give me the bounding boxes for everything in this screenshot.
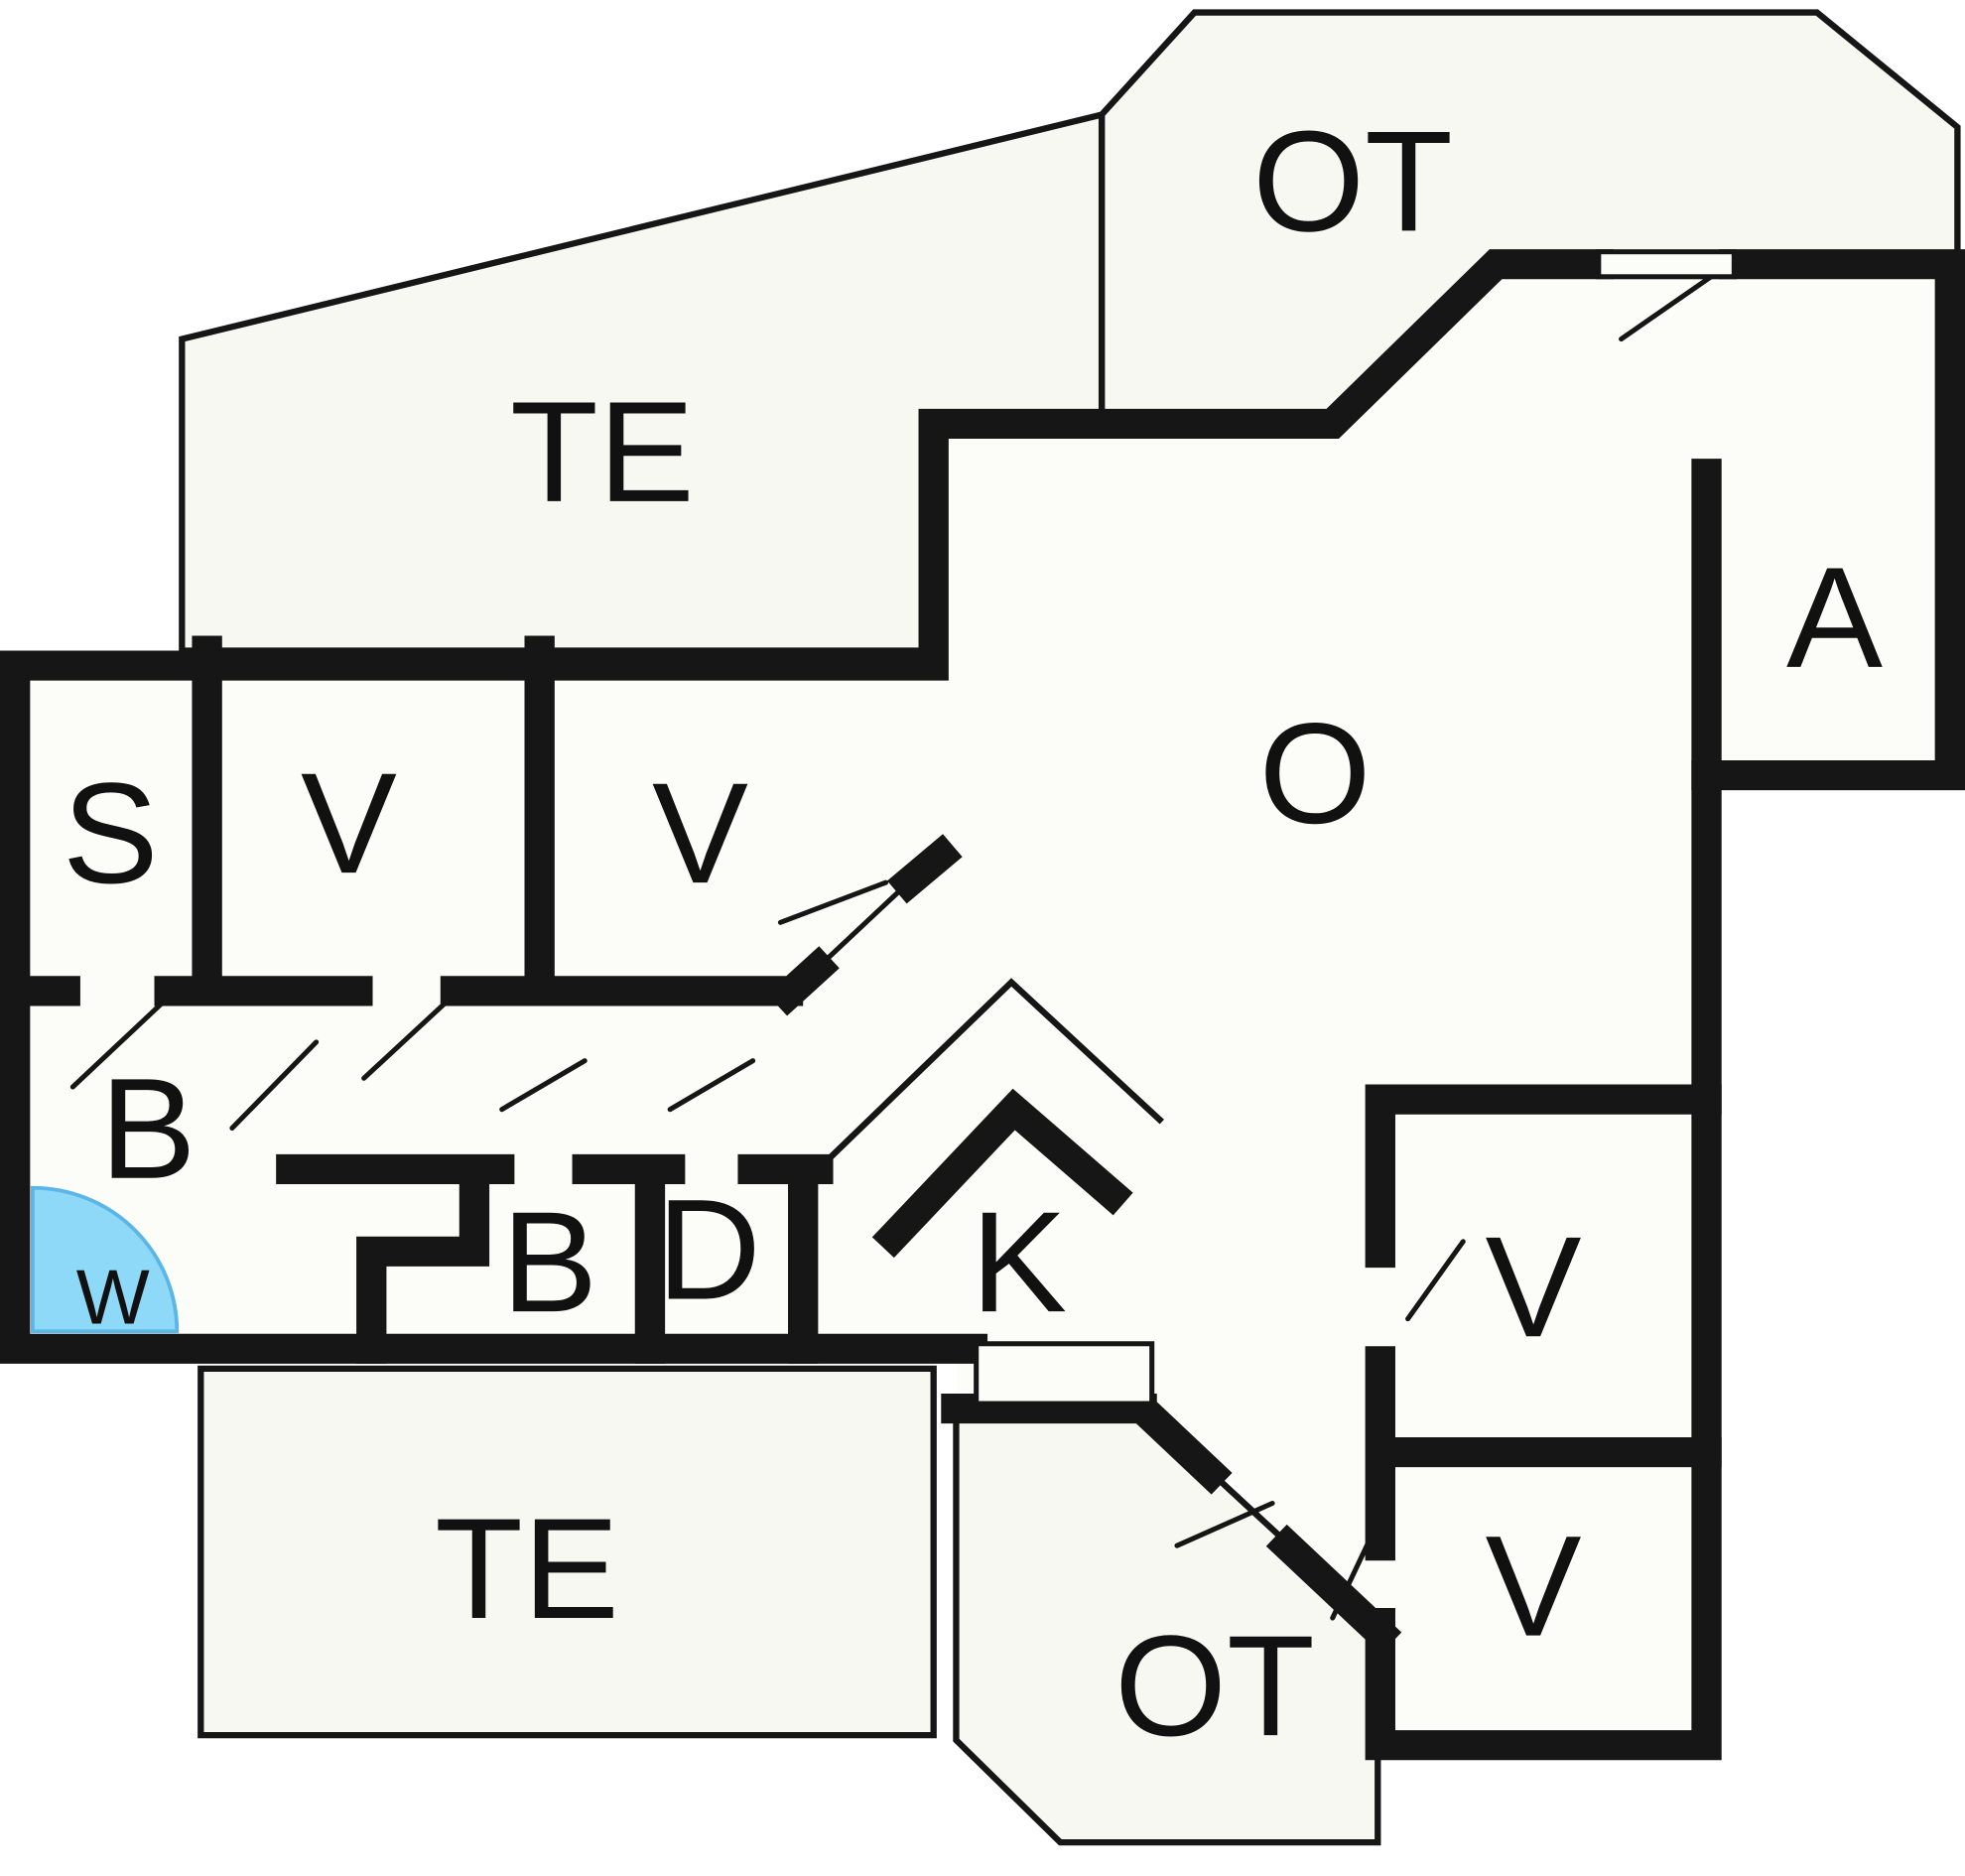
room-label-te-top: TE [510, 371, 695, 531]
room-label-ot-bottom: OT [1114, 1606, 1315, 1766]
water-marker [30, 1185, 180, 1334]
room-label-b-hall: B [100, 1048, 196, 1208]
entrance-step [974, 1341, 1155, 1407]
room-label-w: W [76, 1254, 150, 1341]
terraces [179, 9, 1961, 1846]
terrace-te-bottom [197, 1365, 937, 1739]
room-label-a: A [1786, 537, 1883, 697]
room-label-d: D [657, 1169, 761, 1329]
kitchen-chevron-outline [816, 978, 1164, 1172]
house-floor [15, 264, 1950, 1746]
room-label-v3: V [1486, 1207, 1582, 1367]
room-label-v1: V [301, 743, 397, 903]
top-doorway [1596, 249, 1737, 280]
room-label-ot-top: OT [1252, 101, 1453, 261]
room-labels: OT TE S V V O A B W B D K V V OT TE [63, 101, 1884, 1766]
room-label-k: K [971, 1182, 1067, 1342]
room-label-v2: V [652, 753, 748, 913]
room-label-v4: V [1486, 1506, 1582, 1666]
room-label-o: O [1259, 693, 1372, 853]
interior-walls [0, 459, 1722, 1561]
room-label-s: S [63, 753, 159, 913]
room-label-te-bottom: TE [435, 1488, 619, 1648]
door-swing-lines [69, 261, 1732, 1621]
room-label-b-room: B [501, 1182, 597, 1342]
